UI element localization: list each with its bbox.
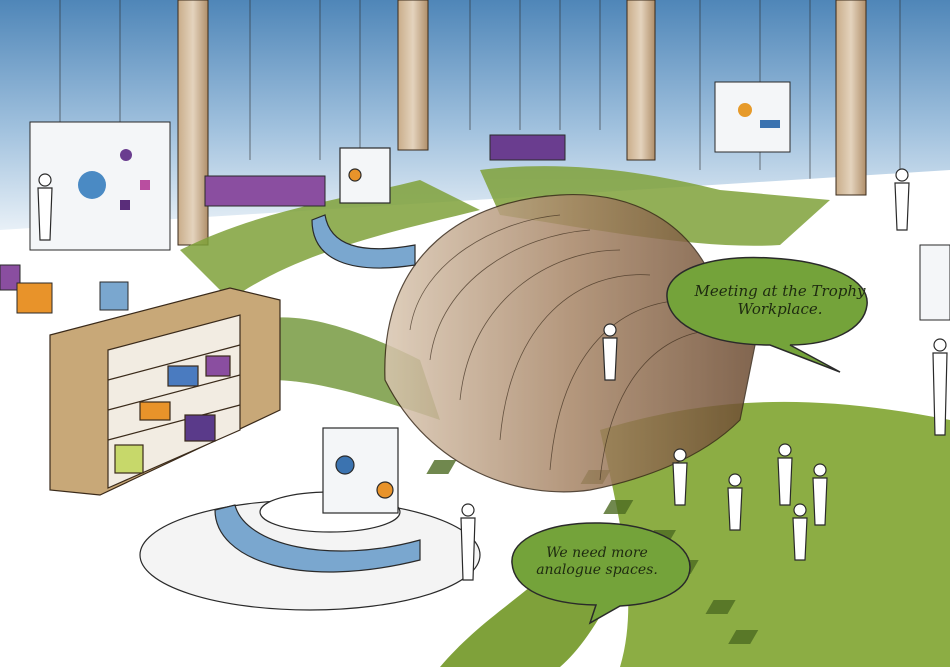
columns (177, 0, 867, 246)
speech-bubble-analogue-text: We need more analogue spaces. (522, 545, 672, 579)
speech-bubble-trophy-line2: Workplace. (737, 300, 823, 318)
speech-bubble-analogue-line2: analogue spaces. (536, 561, 658, 578)
speech-bubble-trophy-line1: Meeting at the Trophy (694, 282, 866, 300)
speech-bubble-trophy (666, 256, 868, 373)
whiteboard-right (714, 81, 791, 153)
speech-bubble-analogue (511, 522, 691, 625)
furniture-accents (0, 134, 950, 321)
speech-bubble-trophy-text: Meeting at the Trophy Workplace. (680, 282, 880, 318)
whiteboard-left (29, 121, 171, 251)
bookshelf (49, 287, 281, 496)
meeting-booth-back (311, 147, 416, 269)
people-figures (37, 168, 948, 581)
speech-bubble-analogue-line1: We need more (546, 545, 648, 561)
meeting-booth-front (139, 427, 481, 611)
